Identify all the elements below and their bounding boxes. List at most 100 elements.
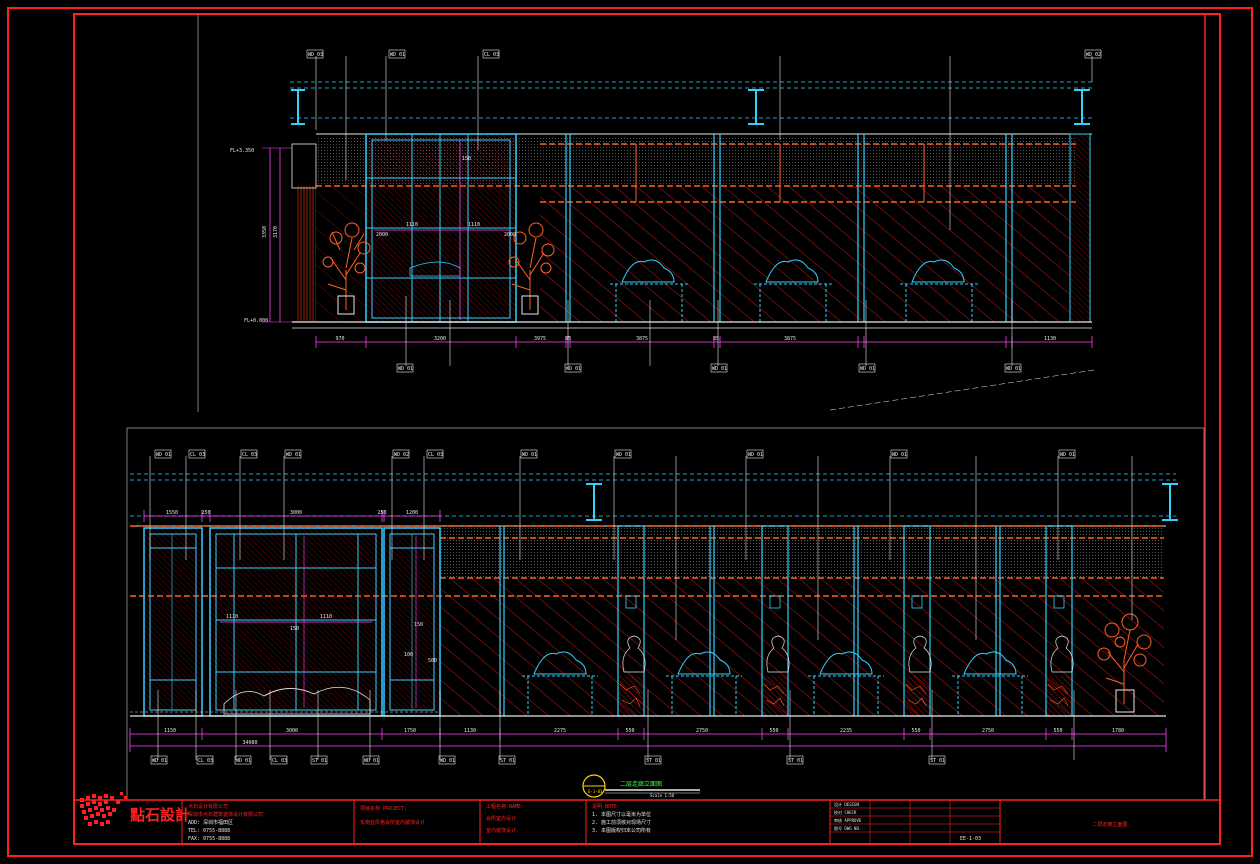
sheet-title: 二层走廊立面图 xyxy=(1092,821,1127,828)
lower-bottom-tag: ST 01 xyxy=(788,758,803,764)
material-tag-box xyxy=(1084,49,1102,59)
lower-top-tag: WD 01 xyxy=(892,452,907,458)
lower-dimension: 2275 xyxy=(554,728,566,734)
material-tag-box xyxy=(234,755,252,765)
material-tag-box xyxy=(284,449,302,459)
upper-dimension: 970 xyxy=(335,336,344,342)
lower-dimension: 1550 xyxy=(166,510,178,516)
inner-dimension: 2000 xyxy=(376,232,388,238)
rock-display-upper xyxy=(610,259,978,322)
upper-dimension: 3875 xyxy=(784,336,796,342)
lower-dimension: 250 xyxy=(377,510,386,516)
upper-bottom-tag: WD 01 xyxy=(398,366,413,372)
total-dimension: 34080 xyxy=(242,740,257,746)
notes: 1. 本图尺寸以毫米为单位 xyxy=(592,811,651,818)
material-tag-box xyxy=(396,363,414,373)
notes: 说明 NOTE: xyxy=(592,803,620,810)
material-tag-box xyxy=(388,49,406,59)
lower-dimension: 550 xyxy=(1053,728,1062,734)
tree-upper-right xyxy=(508,222,555,315)
lower-dimension: 3000 xyxy=(290,510,302,516)
company-logo-text: 點石設計 xyxy=(130,806,190,824)
ceiling-beam-left xyxy=(291,89,305,125)
lower-bottom-tag: CL 03 xyxy=(198,758,213,764)
material-tag-box xyxy=(438,755,456,765)
level-mark: FL+0.000 xyxy=(244,318,268,324)
material-tag-box xyxy=(564,363,582,373)
material-tag-box xyxy=(786,755,804,765)
upper-dimension: 3200 xyxy=(434,336,446,342)
lower-top-tag: WD 01 xyxy=(156,452,171,458)
upper-bottom-tag: WD 01 xyxy=(860,366,875,372)
material-tag-box xyxy=(890,449,908,459)
upper-dimension: 3875 xyxy=(636,336,648,342)
lower-top-tag: WD 01 xyxy=(1060,452,1075,458)
project-name: 项目名称 PROJECT: xyxy=(360,805,407,812)
inner-dimension: 2000 xyxy=(504,232,516,238)
section-title-marker xyxy=(582,774,700,798)
upper-elevation xyxy=(262,56,1095,411)
lower-top-tag: WD 01 xyxy=(616,452,631,458)
lower-dimension: 550 xyxy=(911,728,920,734)
lower-dimension: 1150 xyxy=(164,728,176,734)
project-name: 东南亚风格会所室内装饰设计 xyxy=(360,819,425,826)
upper-bottom-tag: WD 01 xyxy=(566,366,581,372)
inner-dimension: 150 xyxy=(290,626,299,632)
lower-bottom-tag: ST 01 xyxy=(500,758,515,764)
title-block xyxy=(74,799,1220,844)
material-tag-box xyxy=(1058,449,1076,459)
lower-bottom-tag: ST 01 xyxy=(646,758,661,764)
upper-bottom-tag: WD 01 xyxy=(1006,366,1021,372)
inner-dimension: 1110 xyxy=(226,614,238,620)
drawing-name: 会所室内设计 xyxy=(486,815,516,822)
ceiling-beam-right xyxy=(1074,89,1090,125)
company-info: 点石设计有限公司 xyxy=(188,803,228,810)
material-tag-box xyxy=(482,49,500,59)
lower-bottom-tag: WD 01 xyxy=(440,758,455,764)
upper-dimension: 85 xyxy=(565,336,571,342)
upper-dimension: 3975 xyxy=(534,336,546,342)
material-tag-box xyxy=(392,449,410,459)
company-logo-icon xyxy=(80,792,127,826)
lower-dimension: 2750 xyxy=(696,728,708,734)
inner-dimension: 1110 xyxy=(468,222,480,228)
tree-lower-right xyxy=(1097,613,1152,713)
lower-top-tag: WD 01 xyxy=(522,452,537,458)
material-tag-box xyxy=(150,755,168,765)
lower-bottom-tag: ST 01 xyxy=(312,758,327,764)
company-info: ADD: 深圳市福田区 xyxy=(188,819,233,826)
lower-bottom-tag: WD 01 xyxy=(364,758,379,764)
upper-top-tag: CL 03 xyxy=(484,52,499,58)
material-tag-box xyxy=(1004,363,1022,373)
vertical-dimension: 3170 xyxy=(273,226,279,238)
lower-bottom-tag: ST 01 xyxy=(930,758,945,764)
material-tag-box xyxy=(306,49,324,59)
material-tag-box xyxy=(746,449,764,459)
lower-top-tag: WD 01 xyxy=(286,452,301,458)
lower-top-tag: WD 02 xyxy=(394,452,409,458)
lower-top-tag: CL 03 xyxy=(190,452,205,458)
upper-top-tag: WD 03 xyxy=(308,52,323,58)
niche-columns xyxy=(617,525,1074,717)
lower-top-tag: WD 01 xyxy=(748,452,763,458)
section-code: E-1-03 xyxy=(588,789,603,794)
upper-top-tag: WD 02 xyxy=(1086,52,1101,58)
lower-dimension: 1200 xyxy=(406,510,418,516)
company-info: 深圳市点石建筑装饰设计有限公司 xyxy=(188,811,263,818)
upper-dimension: 85 xyxy=(713,336,719,342)
info-cell: 审核 APPROVE xyxy=(834,817,862,823)
inner-dimension: 1110 xyxy=(406,222,418,228)
notes: 2. 施工前须核对现场尺寸 xyxy=(592,819,651,826)
inner-dimension: 150 xyxy=(462,156,471,162)
lower-dimension: 3000 xyxy=(286,728,298,734)
company-info: FAX: 0755-8888 xyxy=(188,836,230,842)
lower-dimension: 550 xyxy=(625,728,634,734)
section-title: 二层走廊立面图 xyxy=(620,780,662,788)
lower-dimension: 2750 xyxy=(982,728,994,734)
level-mark: FL+3.350 xyxy=(230,148,254,154)
material-tag-box xyxy=(196,755,214,765)
rock-display-lower xyxy=(522,651,1028,716)
material-tag-box xyxy=(426,449,444,459)
material-tag-box xyxy=(710,363,728,373)
lower-dimension: 250 xyxy=(201,510,210,516)
